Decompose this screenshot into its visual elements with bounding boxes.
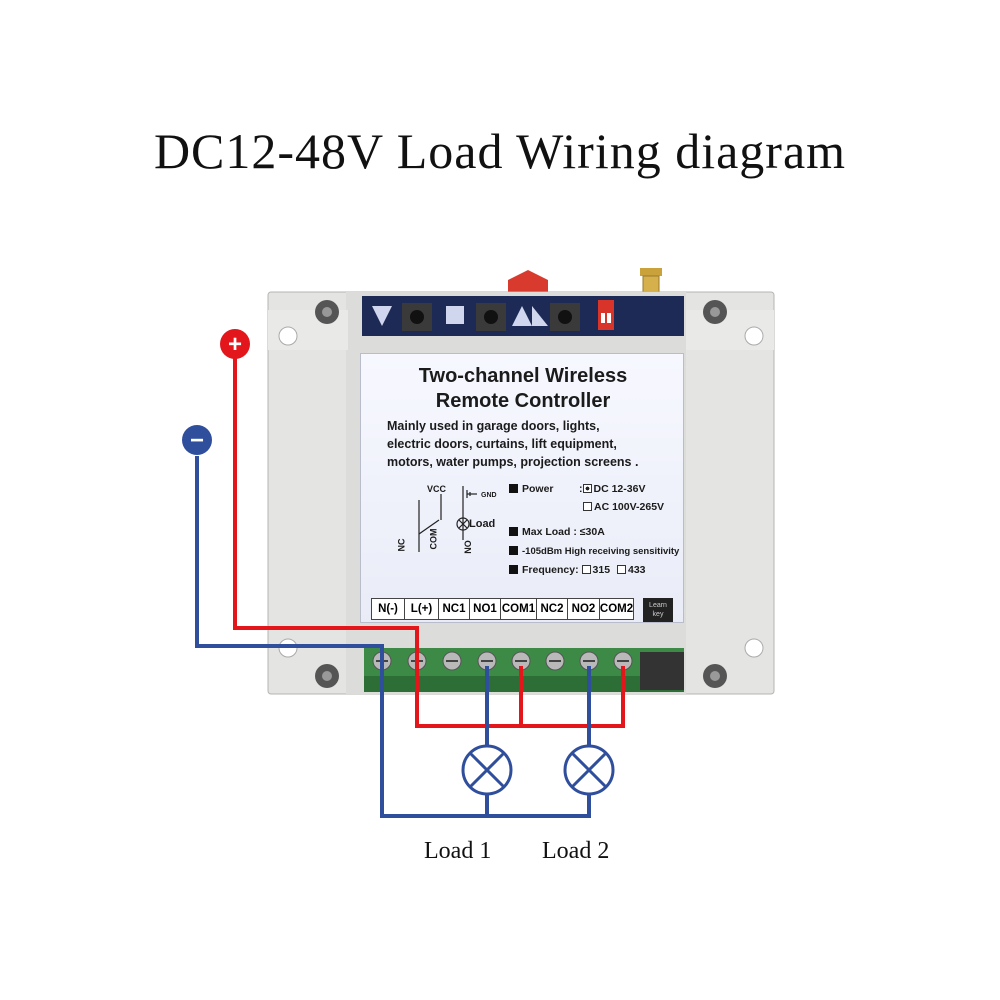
- load-1-label: Load 1: [424, 838, 492, 864]
- spec-power: Power: [509, 483, 554, 495]
- product-label-panel: Two-channel Wireless Remote Controller M…: [360, 353, 684, 623]
- positive-wires: [233, 350, 625, 728]
- terminal-label: COM1: [501, 598, 537, 620]
- schematic-vcc-label: VCC: [427, 484, 447, 494]
- checkbox-empty-icon: [581, 565, 591, 574]
- bullet-square-icon: [509, 484, 518, 493]
- spec-power-option-ac: AC 100V-265V: [583, 501, 664, 513]
- button-strip: [362, 296, 684, 336]
- page-title: DC12-48V Load Wiring diagram: [153, 123, 847, 179]
- relay-schematic: [418, 486, 477, 552]
- spec-power-option-dc: :DC 12-36V: [579, 483, 646, 495]
- schematic-gnd-label: GND: [481, 492, 497, 499]
- terminal-label: NC2: [537, 598, 568, 620]
- bullet-square-icon: [509, 565, 518, 574]
- panel-title-line-1: Two-channel Wireless: [418, 365, 628, 387]
- schematic-nc-label: NC: [396, 538, 407, 552]
- panel-desc-line-2: electric doors, curtains, lift equipment…: [387, 437, 617, 451]
- terminal-label: NO1: [470, 598, 501, 620]
- learn-key-button[interactable]: Learn key: [643, 598, 673, 622]
- load-1-lamp-icon: [461, 744, 513, 796]
- terminal-block: [364, 648, 684, 692]
- negative-wires: [195, 456, 591, 818]
- bullet-square-icon: [509, 527, 518, 536]
- negative-terminal-badge: −: [182, 425, 212, 455]
- bullet-square-icon: [509, 546, 518, 555]
- terminal-label: NO2: [568, 598, 600, 620]
- svg-text:+: +: [228, 331, 242, 358]
- terminal-label: COM2: [600, 598, 634, 620]
- terminal-label: N(-): [371, 598, 405, 620]
- panel-desc-line-1: Mainly used in garage doors, lights,: [387, 419, 600, 433]
- schematic-com-label: COM: [428, 528, 439, 550]
- panel-description: Mainly used in garage doors, lights, ele…: [387, 417, 677, 471]
- spec-max-load: Max Load : ≤30A: [509, 526, 605, 538]
- checkbox-empty-icon: [616, 565, 626, 574]
- housing-clip: [508, 270, 548, 292]
- schematic-no-label: NO: [462, 540, 473, 554]
- schematic-load-label: Load: [469, 518, 496, 530]
- load-2-label: Load 2: [542, 838, 610, 864]
- panel-title-line-2: Remote Controller: [435, 390, 611, 412]
- terminal-label: NC1: [439, 598, 470, 620]
- radio-selected-icon: [582, 484, 592, 493]
- load-2-lamp-icon: [563, 744, 615, 796]
- svg-text:−: −: [190, 427, 204, 454]
- terminal-labels: N(-) L(+) NC1 NO1 COM1 NC2 NO2 COM2: [371, 598, 634, 620]
- spec-sensitivity: -105dBm High receiving sensitivity: [509, 546, 679, 557]
- terminal-label: L(+): [405, 598, 439, 620]
- spec-frequency: Frequency: 315 433: [509, 564, 646, 576]
- checkbox-empty-icon: [583, 502, 592, 511]
- panel-desc-line-3: motors, water pumps, projection screens …: [387, 455, 639, 469]
- positive-terminal-badge: +: [220, 329, 250, 359]
- panel-title: Two-channel Wireless Remote Controller: [361, 364, 685, 414]
